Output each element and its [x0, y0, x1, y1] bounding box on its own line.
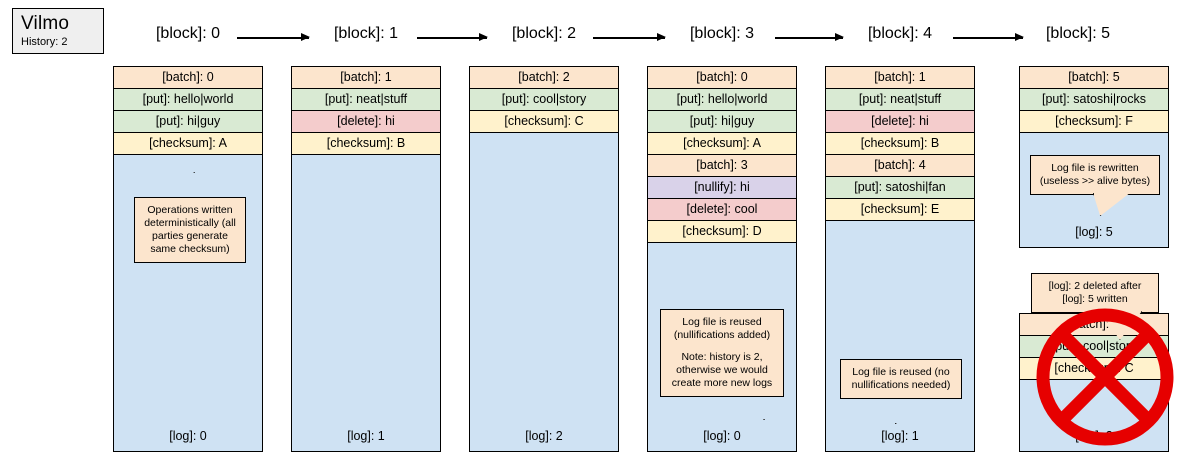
callout-line-1: [log]: 2 deleted after: [1048, 280, 1142, 292]
callout-tail: [193, 172, 195, 173]
entry-row: [batch]: 2: [470, 67, 618, 89]
entry-row: [nullify]: hi: [648, 177, 796, 199]
callout-line-3: Note: history is 2,: [681, 351, 763, 363]
entry-row: [put]: neat|stuff: [826, 89, 974, 111]
entry-row: [put]: hi|guy: [114, 111, 262, 133]
log-label: [log]: 2: [525, 429, 563, 443]
callout-line-1: Log file is rewritten: [1051, 162, 1139, 174]
arrow-shaft: [237, 37, 309, 39]
arrow-shaft: [953, 37, 1023, 39]
callout-line-1: Log file is reused: [682, 316, 762, 328]
log-label: [log]: 2: [1075, 429, 1113, 443]
arrow-head: [657, 33, 666, 41]
log-label: [log]: 0: [169, 429, 207, 443]
callout-log-rewritten: Log file is rewritten (useless >> alive …: [1030, 155, 1160, 216]
arrow-block-0-to-1: [237, 33, 310, 43]
callout-line-5: create more new logs: [671, 377, 773, 389]
entry-row: [checksum]: B: [826, 133, 974, 155]
arrow-head: [301, 33, 310, 41]
callout-text: Operations written deterministically (al…: [144, 204, 236, 255]
block-header-4: [block]: 4: [867, 25, 933, 42]
entry-row: [checksum]: F: [1020, 111, 1168, 133]
block-header-2: [block]: 2: [511, 25, 577, 42]
entry-row: [checksum]: C: [1020, 358, 1168, 380]
entry-row: [checksum]: C: [470, 111, 618, 133]
callout-line-2: (nullifications added): [673, 329, 771, 341]
arrow-head: [479, 33, 488, 41]
log-label: [log]: 0: [703, 429, 741, 443]
deleted-log-panel[interactable]: [batch]: 2 [put]: cool|story [checksum]:…: [1019, 313, 1169, 452]
entry-row: [put]: hello|world: [114, 89, 262, 111]
entry-row: [put]: neat|stuff: [292, 89, 440, 111]
callout-tail: [1093, 193, 1130, 216]
entry-row: [batch]: 3: [648, 155, 796, 177]
log-label: [log]: 5: [1075, 225, 1113, 239]
log-panel-0[interactable]: [batch]: 0 [put]: hello|world [put]: hi|…: [113, 66, 263, 452]
entry-row: [batch]: 0: [114, 67, 262, 89]
log-panel-4[interactable]: [batch]: 1 [put]: neat|stuff [delete]: h…: [825, 66, 975, 452]
block-header-0: [block]: 0: [155, 25, 221, 42]
block-header-1: [block]: 1: [333, 25, 399, 42]
entry-row: [batch]: 1: [292, 67, 440, 89]
log-free-space: [log]: 2: [470, 133, 618, 451]
entry-row: [batch]: 1: [826, 67, 974, 89]
entry-row: [batch]: 5: [1020, 67, 1168, 89]
log-free-space: [log]: 1: [292, 155, 440, 451]
entry-row: [put]: hi|guy: [648, 111, 796, 133]
log-free-space: Log file is reused (nullifications added…: [648, 243, 796, 451]
arrow-block-2-to-3: [593, 33, 666, 43]
log-free-space: Operations written deterministically (al…: [114, 155, 262, 451]
callout-log-2-deleted: [log]: 2 deleted after [log]: 5 written: [1031, 273, 1159, 340]
entry-row: [put]: cool|story: [1020, 336, 1168, 358]
arrow-shaft: [417, 37, 487, 39]
entry-row: [delete]: hi: [826, 111, 974, 133]
log-free-space: [log]: 2: [1020, 380, 1168, 451]
log-label: [log]: 1: [347, 429, 385, 443]
callout-tail: [763, 419, 765, 420]
arrow-block-4-to-5: [953, 33, 1024, 43]
arrow-head: [835, 33, 844, 41]
block-header-5: [block]: 5: [1045, 25, 1111, 42]
legend-box: Vilmo History: 2: [12, 8, 104, 54]
entry-row: [checksum]: D: [648, 221, 796, 243]
arrow-head: [1015, 33, 1024, 41]
legend-title: Vilmo: [21, 13, 70, 34]
log-panel-2[interactable]: [batch]: 2 [put]: cool|story [checksum]:…: [469, 66, 619, 452]
entry-row: [put]: hello|world: [648, 89, 796, 111]
entry-row: [put]: satoshi|fan: [826, 177, 974, 199]
log-free-space: Log file is reused (no nullifications ne…: [826, 221, 974, 451]
log-free-space: Log file is rewritten (useless >> alive …: [1020, 133, 1168, 247]
log-panel-5[interactable]: [batch]: 5 [put]: satoshi|rocks [checksu…: [1019, 66, 1169, 248]
callout-text: Log file is reused (no nullifications ne…: [851, 366, 951, 391]
log-label: [log]: 1: [881, 429, 919, 443]
entry-row: [batch]: 0: [648, 67, 796, 89]
arrow-block-1-to-2: [417, 33, 488, 43]
callout-spacer: [666, 342, 778, 351]
callout-deterministic: Operations written deterministically (al…: [134, 172, 246, 263]
callout-line-2: [log]: 5 written: [1062, 293, 1128, 305]
entry-row: [checksum]: B: [292, 133, 440, 155]
entry-row: [checksum]: A: [114, 133, 262, 155]
callout-tail: [895, 423, 897, 424]
block-header-3: [block]: 3: [689, 25, 755, 42]
entry-row: [delete]: cool: [648, 199, 796, 221]
callout-log-reused-nullifications: Log file is reused (nullifications added…: [660, 309, 784, 420]
callout-log-reused-no-nullifications: Log file is reused (no nullifications ne…: [840, 359, 962, 424]
entry-row: [delete]: hi: [292, 111, 440, 133]
callout-line-4: otherwise we would: [676, 364, 768, 376]
entry-row: [checksum]: A: [648, 133, 796, 155]
log-panel-3[interactable]: [batch]: 0 [put]: hello|world [put]: hi|…: [647, 66, 797, 452]
callout-line-2: (useless >> alive bytes): [1039, 175, 1151, 187]
arrow-block-3-to-4: [775, 33, 844, 43]
entry-row: [put]: satoshi|rocks: [1020, 89, 1168, 111]
legend-history: History: 2: [21, 36, 68, 48]
entry-row: [batch]: 4: [826, 155, 974, 177]
entry-row: [put]: cool|story: [470, 89, 618, 111]
entry-row: [batch]: 2: [1020, 314, 1168, 336]
log-panel-1[interactable]: [batch]: 1 [put]: neat|stuff [delete]: h…: [291, 66, 441, 452]
arrow-shaft: [775, 37, 843, 39]
entry-row: [checksum]: E: [826, 199, 974, 221]
arrow-shaft: [593, 37, 665, 39]
